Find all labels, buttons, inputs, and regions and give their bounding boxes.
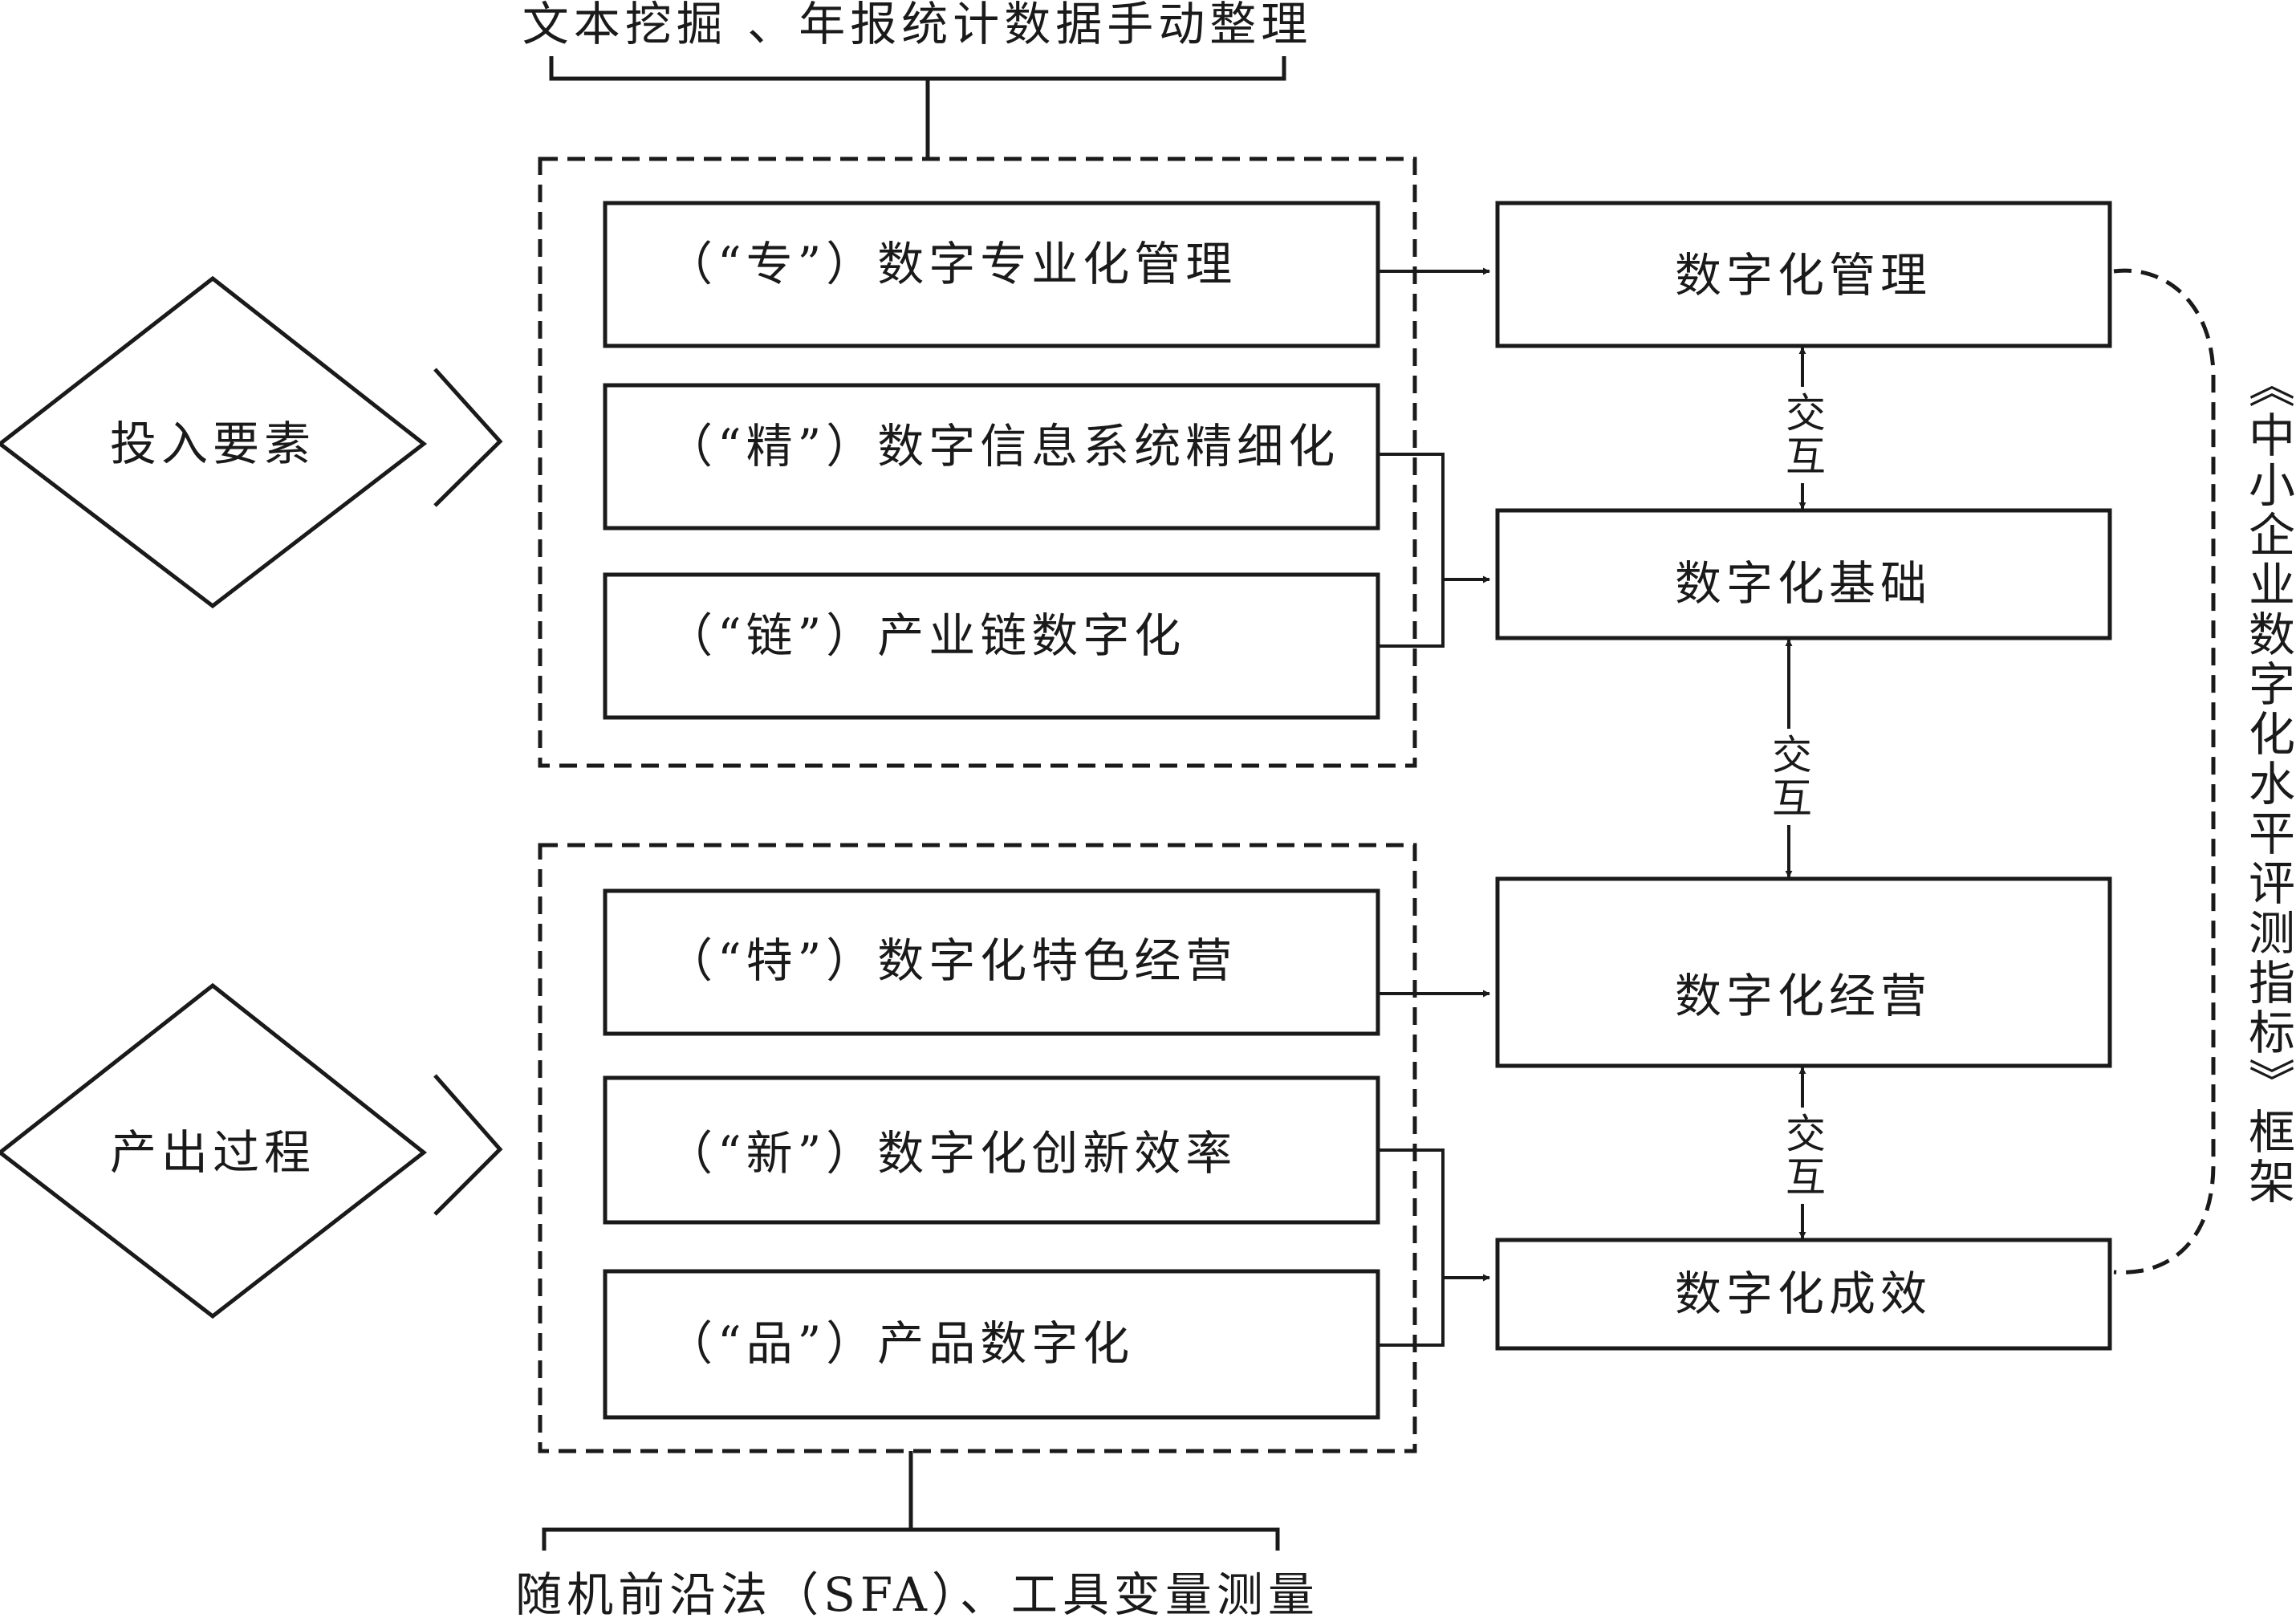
input-dashed-group <box>538 157 1417 768</box>
box-pin-label: （“品”）产品数字化 <box>666 1316 1135 1371</box>
digital-foundation-label: 数字化基础 <box>1674 556 1932 611</box>
box-te <box>603 888 1380 1036</box>
box-digital-foundation <box>1495 508 2112 640</box>
box-digital-operation <box>1495 876 2112 1068</box>
interaction-label-3: 交互 <box>1779 1108 1826 1204</box>
box-jing <box>603 383 1380 531</box>
box-zhuan <box>603 201 1380 348</box>
digital-operation-label: 数字化经营 <box>1674 969 1932 1023</box>
output-chevron <box>433 1074 503 1216</box>
connector-xin-pin <box>1378 1148 1490 1347</box>
input-diamond <box>0 275 428 609</box>
interaction-label-2: 交互 <box>1766 729 1812 825</box>
box-lian <box>603 572 1380 720</box>
box-digital-outcome <box>1495 1238 2112 1351</box>
box-lian-label: （“链”）产业链数字化 <box>666 608 1186 663</box>
connector-jing-lian <box>1378 453 1490 648</box>
top-source-label: 文本挖掘 、年报统计数据手动整理 <box>522 0 1313 51</box>
bottom-source-bracket <box>542 1451 1280 1551</box>
output-diamond-label: 产出过程 <box>109 1125 316 1180</box>
interaction-label-1: 交互 <box>1779 387 1826 483</box>
input-diamond-label: 投入要素 <box>109 417 316 471</box>
framework-label: 《中小企业数字化水平评测指标》框架 <box>2241 361 2295 1207</box>
digital-management-label: 数字化管理 <box>1674 248 1932 303</box>
top-source-bracket <box>549 56 1286 157</box>
box-digital-management <box>1495 201 2112 348</box>
framework-dashed-curve <box>2113 268 2216 1274</box>
box-jing-label: （“精”）数字信息系统精细化 <box>666 419 1340 474</box>
output-diamond <box>0 982 428 1319</box>
box-xin-label: （“新”）数字化创新效率 <box>666 1126 1237 1181</box>
box-te-label: （“特”）数字化特色经营 <box>666 933 1237 988</box>
bottom-source-label: 随机前沿法（SFA）、工具变量测量 <box>515 1567 1319 1622</box>
output-dashed-group <box>538 843 1417 1453</box>
input-chevron <box>433 368 503 507</box>
digital-outcome-label: 数字化成效 <box>1674 1266 1932 1321</box>
box-zhuan-label: （“专”）数字专业化管理 <box>666 237 1237 291</box>
